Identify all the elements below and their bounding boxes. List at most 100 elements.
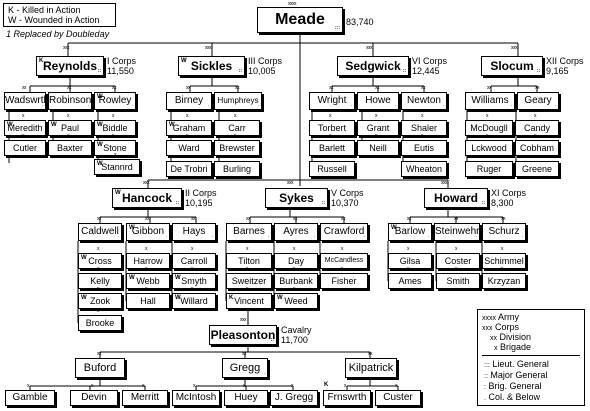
corps-name-howard: Howard [433,191,478,205]
army-echelon-symbol: xxxx [288,1,297,7]
brigade-name: Zook [89,296,110,306]
division-name: Humphreys [217,96,259,105]
brigade-echelon-symbol: x [234,113,237,119]
brigade-echelon-symbol: x [27,383,30,389]
corps-label-sedgwick: VI Corps [412,56,448,66]
brigade-box-smith: Smith [436,273,480,289]
brigade-name: Stone [103,143,127,153]
brigade-box-ames: Ames [388,273,432,289]
division-box-buford: Buford. [75,358,125,378]
legend-brigade: Brigade [500,342,532,352]
brigade-echelon-symbol: x [112,133,115,139]
brigade-echelon-symbol: x [234,154,237,160]
division-box-gregg: Gregg. [222,358,268,378]
brigade-name: Sweitzer [231,276,267,286]
division-echelon-symbol: xx [186,85,191,91]
wounded-marker: W [97,94,103,100]
brigade-box-krzyzan: Krzyzan [482,273,526,289]
casualty-key: K - Killed in Action W - Wounded in Acti… [3,3,116,27]
brigade-name: Harrow [133,256,163,266]
legend-lieut-symbol: ::: [484,362,490,369]
brigade-name: Biddle [102,123,128,133]
division-rank-mark: . [165,233,167,239]
wounded-marker: W [7,122,13,128]
brigade-name: Russell [317,164,347,174]
brigade-echelon-symbol: x [67,113,70,119]
brigade-box-russell: Russell [309,161,355,177]
division-name: Wright [317,95,347,106]
brigade-name: Custer [383,392,413,403]
division-box-barnes: Barnes. [226,223,272,241]
division-name: Birney [174,95,204,106]
brigade-box-burling: Burling [214,161,260,177]
brigade-echelon-symbol: x [421,154,424,160]
division-name: Barlow [394,226,426,237]
brigade-name: Neill [369,143,387,153]
division-echelon-symbol: xx [97,216,102,222]
key-wounded: W - Wounded in Action [8,15,100,25]
division-box-newton: Newton. [401,92,447,110]
division-echelon-symbol: xx [329,85,334,91]
corps-strength-sykes: 10,370 [331,198,359,208]
division-rank-mark: . [394,102,396,108]
corps-info-howard: XI Corps 8,300 [491,188,526,208]
brigade-echelon-symbol: x [486,133,489,139]
brigade-echelon-symbol: x [246,266,249,272]
corps-rank-mark: :: [481,200,485,206]
brigade-box-mcdougall: McDougll [465,120,513,136]
wounded-marker: W [129,225,135,231]
corps-box-slocum: Slocum :: [481,56,543,76]
corps-strength-howard: 8,300 [491,198,514,208]
brigade-name: Cobham [519,143,555,153]
brigade-box-baxter: Baxter [48,140,92,156]
corps-strength-reynolds: 11,550 [107,66,134,76]
brigade-echelon-symbol: x [246,286,249,292]
division-echelon-symbol: xx [535,85,540,91]
wounded-marker: W [169,122,175,128]
brigade-box-mcintosh: McIntosh [172,390,220,406]
legend-colonel: Col. & Below [488,392,540,402]
corps-info-slocum: XII Corps 9,165 [546,56,584,76]
division-name: Rowley [98,95,132,106]
corps-label-sickles: III Corps [248,56,283,66]
brigade-box-harrow: Harrow [126,253,170,269]
brigade-name: Shaler [410,123,437,133]
brigade-box-gilsa: Gilsa [388,253,432,269]
brigade-echelon-symbol: x [341,266,344,272]
legend-lieut-general: Lieut. General [492,359,549,369]
division-echelon-symbol: xx [235,85,240,91]
brigade-box-greene: Greene [515,161,559,177]
brigade-echelon-symbol: x [97,266,100,272]
brigade-echelon-symbol: x [421,113,424,119]
corps-name-hancock: Hancock [121,191,173,205]
corps-strength-slocum: 9,165 [546,66,569,76]
legend-major-general: Major General [490,370,548,380]
brigade-echelon-symbol: x [186,154,189,160]
brigade-name: Ruger [476,164,502,174]
brigade-name: Schimmel [484,256,524,266]
brigade-name: McIntosh [175,392,217,403]
brigade-name: Carr [228,123,246,133]
brigade-box-fisher: Fisher [320,273,368,289]
division-rank-mark: . [392,370,394,376]
division-name: Buford [83,362,117,374]
division-box-wright: Wright. [309,92,355,110]
division-box-williams: Williams. [465,92,515,110]
division-echelon-symbol: xx [454,216,459,222]
brigade-name: Lckwood [471,143,507,153]
division-name: Gibbon [131,226,165,237]
brigade-echelon-symbol: x [455,246,458,252]
division-box-steinwehr: Steinwehr. [434,223,480,241]
corps-name-reynolds: Reynolds [42,59,97,73]
corps-strength-hancock: 10,195 [185,198,213,208]
division-box-geary: Geary. [517,92,559,110]
wounded-marker: W [129,275,135,281]
brigade-box-wheaton: Wheaton [401,161,447,177]
corps-label-howard: XI Corps [491,188,527,198]
wounded-marker: W [97,142,103,148]
division-rank-mark: . [442,102,444,108]
division-rank-mark: . [313,233,315,239]
